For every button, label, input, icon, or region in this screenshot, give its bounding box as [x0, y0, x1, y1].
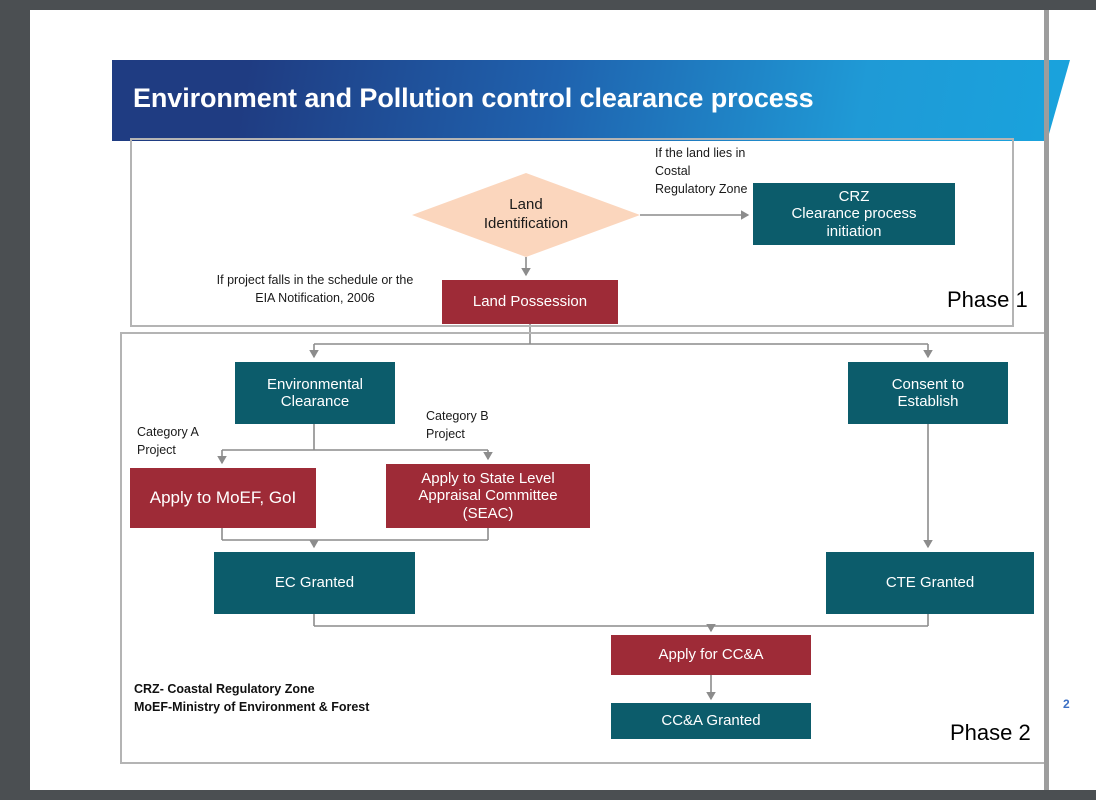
annotation-category-b: Category B Project: [426, 409, 489, 441]
node-cca-granted[interactable]: CC&A Granted: [611, 703, 811, 739]
phase-1-frame: [130, 138, 1014, 327]
legend-line-moef: MoEF-Ministry of Environment & Forest: [134, 700, 370, 715]
node-apply-to-moef[interactable]: Apply to MoEF, GoI: [130, 468, 316, 528]
phase-2-label: Phase 2: [950, 720, 1031, 745]
slide-canvas: Environment and Pollution control cleara…: [30, 10, 1096, 790]
node-apply-for-cca[interactable]: Apply for CC&A: [611, 635, 811, 675]
annotation-crz-condition: If the land lies in Costal Regulatory Zo…: [655, 146, 748, 196]
node-land-possession[interactable]: Land Possession: [442, 280, 618, 324]
phase-1-label: Phase 1: [947, 287, 1028, 312]
title-banner: Environment and Pollution control cleara…: [112, 60, 1070, 141]
legend-block: CRZ- Coastal Regulatory Zone MoEF-Minist…: [134, 680, 369, 716]
node-ec-granted[interactable]: EC Granted: [214, 552, 415, 614]
scrollbar-edge[interactable]: [1044, 10, 1049, 790]
page-number: 2: [1063, 697, 1070, 711]
annotation-category-a: Category A Project: [137, 425, 199, 457]
page-title: Environment and Pollution control cleara…: [133, 83, 814, 113]
legend-line-crz: CRZ- Coastal Regulatory Zone: [134, 682, 315, 696]
node-cte-granted[interactable]: CTE Granted: [826, 552, 1034, 614]
annotation-eia-condition: If project falls in the schedule or the …: [216, 273, 414, 305]
